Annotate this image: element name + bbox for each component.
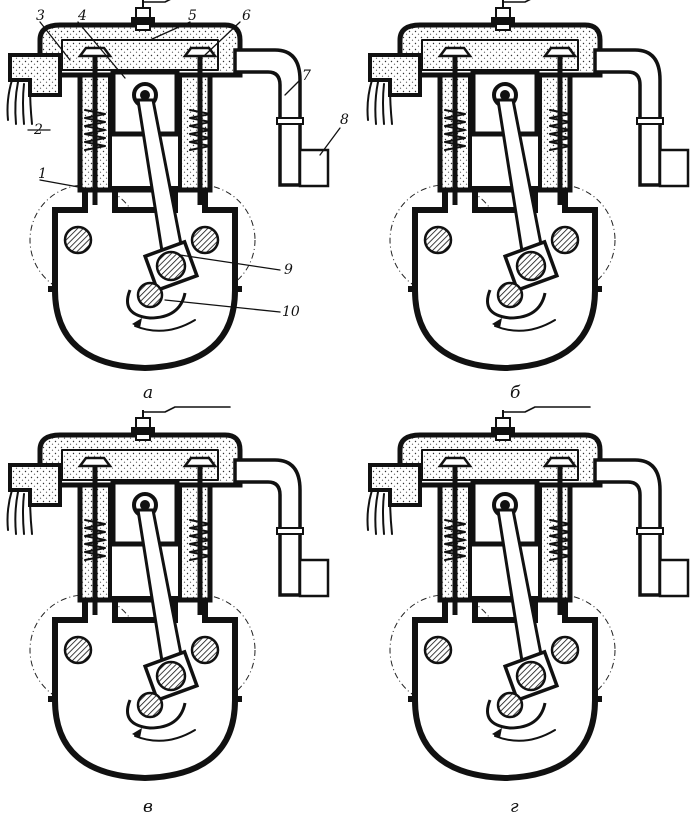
callout-leaders xyxy=(27,21,341,313)
caption-a: а xyxy=(143,383,153,403)
panel-a xyxy=(8,0,329,368)
caption-d: г xyxy=(510,797,519,817)
caption-b: б xyxy=(510,383,521,403)
callout-7: 7 xyxy=(302,68,311,84)
panel-b xyxy=(368,0,689,368)
panel-c xyxy=(8,407,329,778)
callout-9: 9 xyxy=(284,262,293,278)
panel-d xyxy=(368,407,689,778)
callout-10: 10 xyxy=(282,304,300,320)
callout-6: 6 xyxy=(242,8,251,24)
callout-2: 2 xyxy=(33,122,43,138)
callout-4: 4 xyxy=(77,8,87,24)
callout-5: 5 xyxy=(188,8,197,24)
caption-c: в xyxy=(143,797,153,817)
callout-3: 3 xyxy=(36,8,45,24)
callout-8: 8 xyxy=(340,112,349,128)
callouts: 1 2 3 4 5 6 7 8 9 10 xyxy=(33,8,349,320)
captions: а б в г xyxy=(143,383,521,817)
callout-1: 1 xyxy=(38,166,47,182)
